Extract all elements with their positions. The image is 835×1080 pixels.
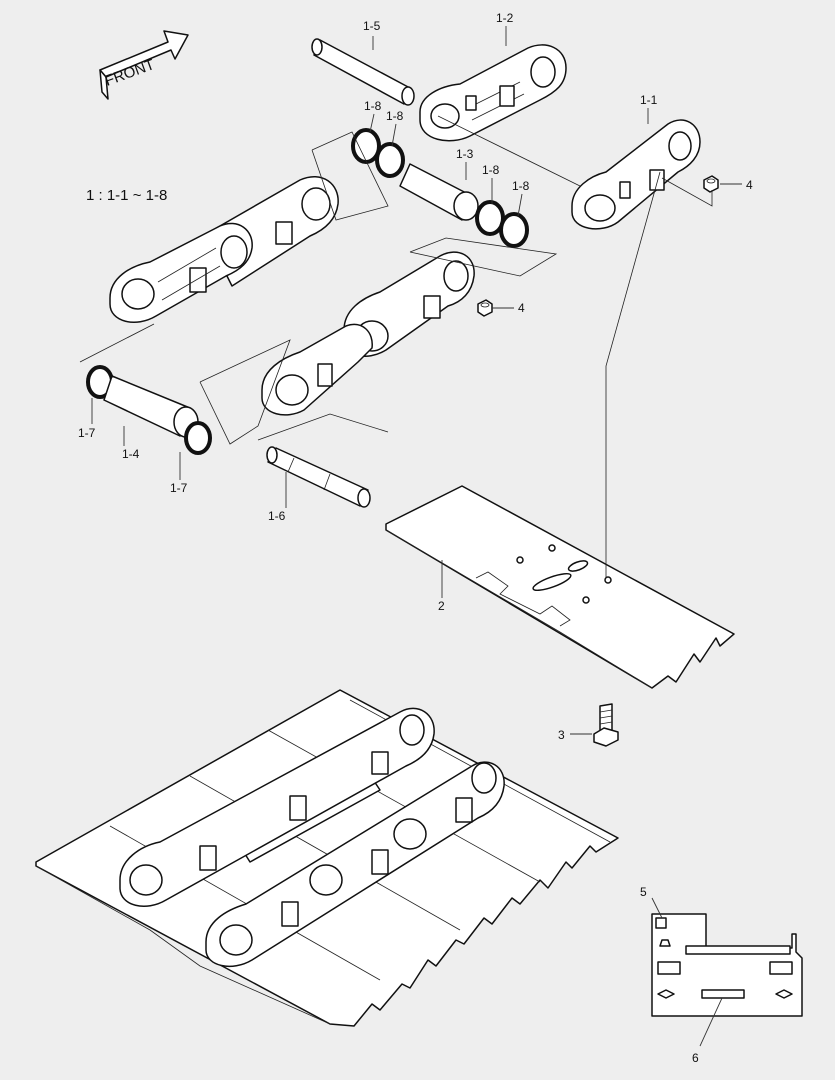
callout-5: 5 — [640, 885, 647, 899]
link-pair-right — [261, 251, 475, 416]
pin-1-6 — [266, 446, 371, 508]
callout-labels: 1-5 1-2 1-1 1-8 1-8 1-3 1-8 1-8 4 4 1-7 … — [78, 11, 753, 1065]
callout-2: 2 — [438, 599, 445, 613]
track-shoe-2 — [385, 485, 735, 689]
callout-1-7-left: 1-7 — [78, 426, 96, 440]
bolt-3 — [593, 703, 619, 747]
callout-1-8-b: 1-8 — [386, 109, 404, 123]
link-pair-left — [109, 175, 339, 323]
callout-4-top: 4 — [746, 178, 753, 192]
callout-1-2: 1-2 — [496, 11, 514, 25]
seal-1-8-upper-left — [351, 128, 381, 164]
callout-1-7-right: 1-7 — [170, 481, 188, 495]
nut-4-middle — [477, 299, 493, 317]
bushing-1-4 — [103, 375, 199, 438]
pin-1-5 — [311, 38, 415, 106]
callout-1-8-d: 1-8 — [512, 179, 530, 193]
seal-1-8-upper-right — [375, 142, 405, 178]
seal-1-8-lower-right — [499, 212, 529, 248]
link-1-1 — [571, 119, 701, 230]
callout-1-6: 1-6 — [268, 509, 286, 523]
callout-1-8-c: 1-8 — [482, 163, 500, 177]
callout-1-3: 1-3 — [456, 147, 474, 161]
callout-4-middle: 4 — [518, 301, 525, 315]
callout-1-8-a: 1-8 — [364, 99, 382, 113]
assembly-note: 1 : 1-1 ~ 1-8 — [86, 187, 167, 204]
link-1-2 — [419, 44, 567, 142]
callout-1-1: 1-1 — [640, 93, 658, 107]
callout-6: 6 — [692, 1051, 699, 1065]
front-arrow-icon: FRONT — [99, 30, 189, 100]
name-plate — [651, 913, 803, 1017]
callout-1-5: 1-5 — [363, 19, 381, 33]
nut-4-top — [703, 175, 719, 193]
assembled-track-chain — [35, 689, 619, 1027]
leader-lines — [79, 26, 742, 1047]
callout-3: 3 — [558, 728, 565, 742]
bushing-1-3 — [399, 163, 479, 221]
seal-1-7-right — [184, 421, 212, 455]
callout-1-4: 1-4 — [122, 447, 140, 461]
